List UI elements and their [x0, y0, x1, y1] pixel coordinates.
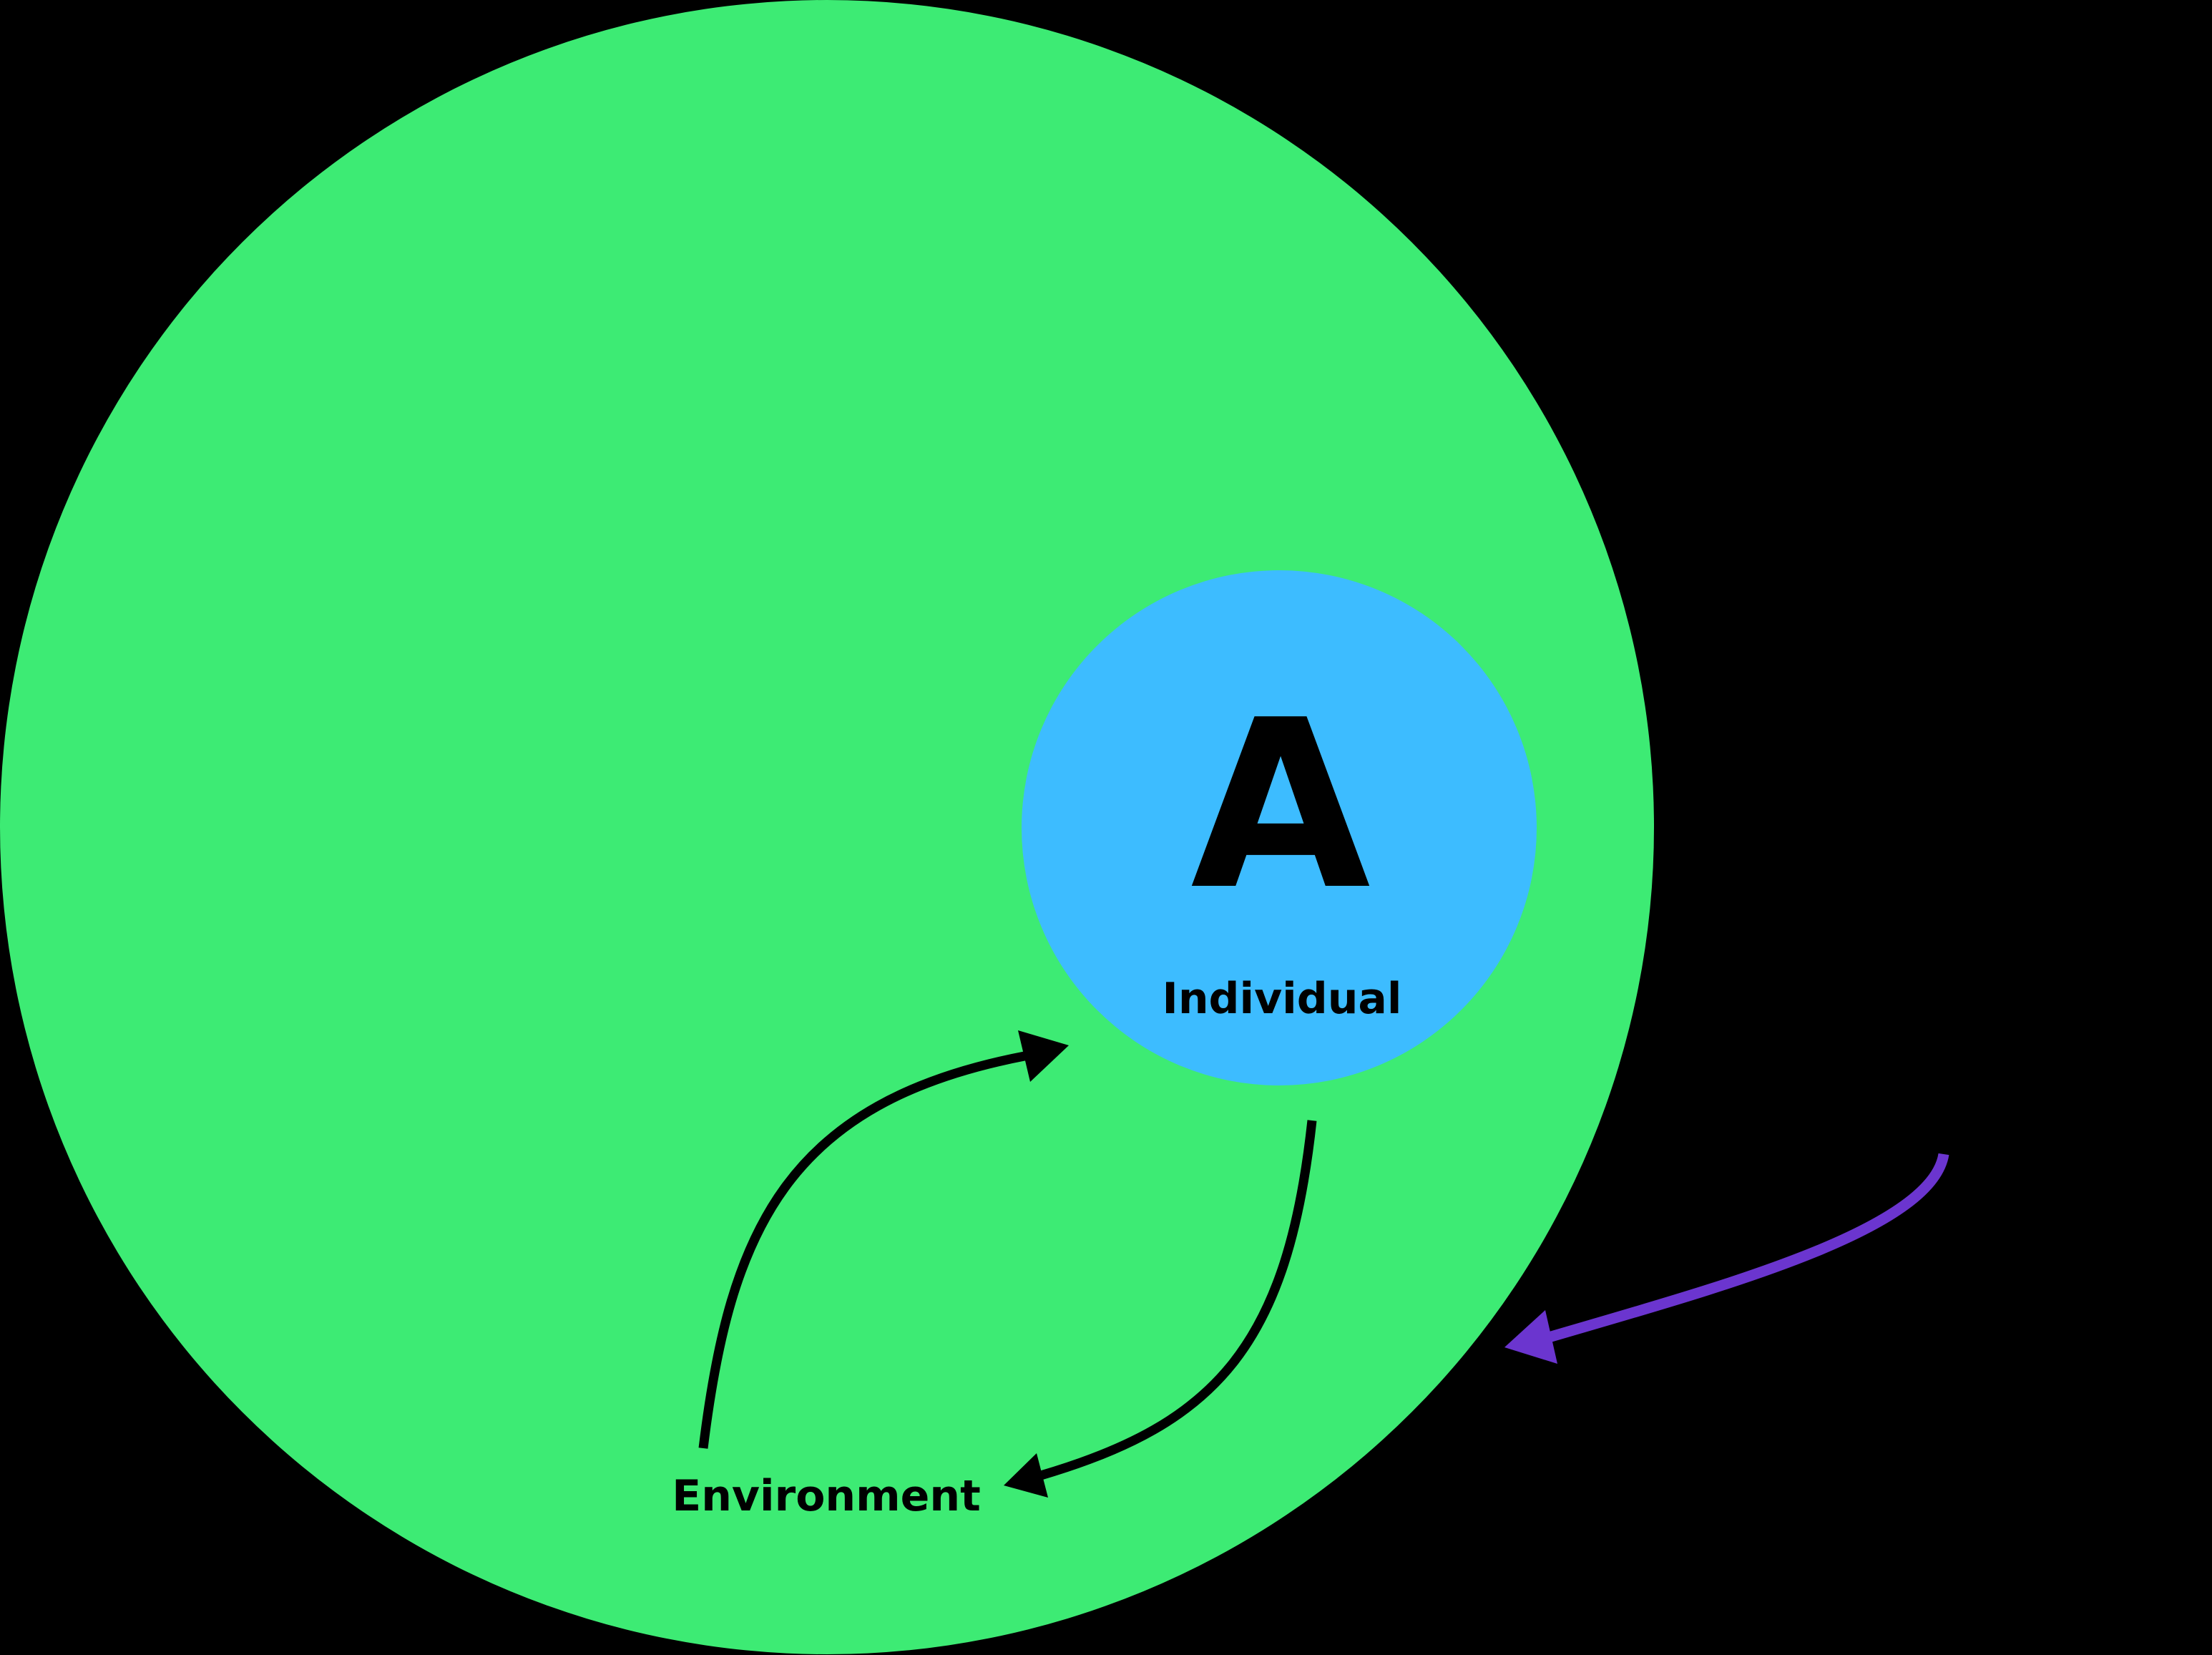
- individual-label: Individual: [1163, 974, 1402, 1024]
- environment-label: Environment: [672, 1471, 981, 1521]
- arrow-environment-to-individual: [698, 1030, 1069, 1449]
- arrow-external-influence: [1504, 1153, 1949, 1364]
- individual-circle: [1022, 570, 1537, 1085]
- environment-circle: [0, 0, 1654, 1654]
- arrow-individual-to-environment: [1004, 1120, 1317, 1498]
- individual-letter: A: [1190, 670, 1372, 941]
